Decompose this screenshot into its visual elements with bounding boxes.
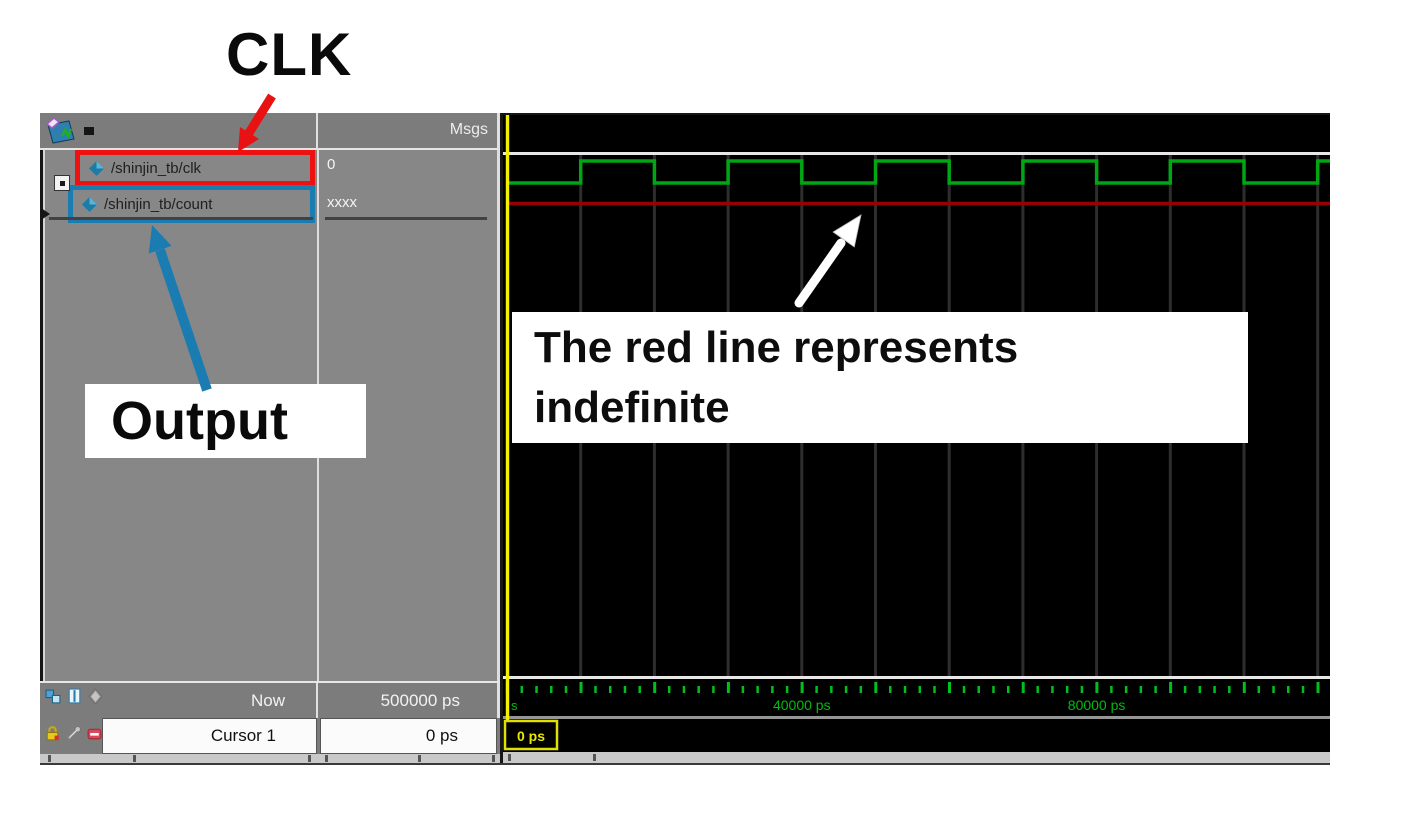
scrollbar-mark — [593, 754, 596, 761]
output-annotation-label: Output — [85, 384, 366, 458]
header-column-divider[interactable] — [316, 113, 318, 150]
scrollbar-mark — [308, 755, 311, 762]
header-right-border — [497, 113, 500, 150]
window-menu-icon[interactable] — [84, 127, 94, 135]
scrollbar-mark — [418, 755, 421, 762]
row-pointer-icon — [41, 208, 50, 220]
ruler-bottom-separator — [503, 716, 1330, 719]
clk-annotation-label: CLK — [226, 21, 353, 88]
timeline-labels: 40000 ps 80000 ps — [773, 697, 1125, 713]
cursor-toolbar-area — [40, 718, 102, 754]
cursor-value-cell[interactable]: 0 ps — [320, 718, 497, 754]
signal-diamond-icon — [89, 160, 104, 176]
scrollbar-mark — [508, 754, 511, 761]
ruler-top-separator — [503, 676, 1330, 679]
cursor-name-cell[interactable]: Cursor 1 — [102, 718, 317, 754]
signal-value-clk: 0 — [327, 156, 336, 173]
wave-top-separator — [503, 152, 1330, 155]
now-value: 500000 ps — [380, 691, 460, 710]
footer-right-border — [497, 683, 500, 720]
cursor-label: Cursor 1 — [210, 726, 276, 745]
scrollbar-mark — [133, 755, 136, 762]
scrollbar-mark — [325, 755, 328, 762]
note-line2: indefinite — [534, 383, 730, 432]
signal-row-clk[interactable]: /shinjin_tb/clk — [75, 150, 315, 186]
msgs-column-header: Msgs — [449, 121, 488, 138]
scrollbar-mark — [48, 755, 51, 762]
signal-name-clk: /shinjin_tb/clk — [111, 159, 202, 177]
wave-window-icon — [45, 117, 75, 144]
timeline-ruler[interactable] — [505, 682, 1320, 693]
delete-cursor-icon[interactable] — [86, 725, 103, 742]
row-underline — [49, 217, 313, 220]
scrollbar-mark — [492, 755, 495, 762]
signal-value-count: xxxx — [327, 194, 357, 211]
cursor-readout-value: 0 ps — [517, 728, 545, 744]
cursor-readout-box[interactable] — [503, 719, 559, 751]
horizontal-scrollbar[interactable] — [40, 754, 500, 763]
wrench-icon[interactable] — [65, 725, 82, 742]
clk-waveform — [507, 159, 1330, 185]
cursor-value: 0 ps — [425, 726, 458, 745]
lock-cursor-icon[interactable] — [44, 725, 61, 742]
red-line-note: The red line represents indefinite — [512, 312, 1248, 443]
timeline-label: 80000 ps — [1068, 697, 1126, 713]
insert-cursor-icon[interactable] — [66, 688, 83, 705]
signal-name-count: /shinjin_tb/count — [104, 195, 213, 213]
wave-window-header: Msgs — [40, 113, 500, 150]
signal-diamond-icon — [82, 196, 97, 212]
cursor-row: Cursor 1 0 ps — [40, 718, 500, 754]
footer-column-divider — [316, 683, 318, 720]
timeline-partial-label: s — [511, 698, 518, 713]
row-underline — [325, 217, 487, 220]
now-row: Now 500000 ps — [40, 681, 500, 720]
wave-toolbar-row1 — [45, 688, 104, 705]
timeline-label: 40000 ps — [773, 697, 831, 713]
wave-horizontal-scrollbar[interactable] — [503, 752, 1330, 763]
wave-toolbar-row2 — [44, 725, 103, 742]
now-label: Now — [250, 691, 285, 710]
shield-icon[interactable] — [87, 688, 104, 705]
expand-count-icon[interactable] — [54, 175, 70, 191]
signal-row-count[interactable]: /shinjin_tb/count — [68, 185, 315, 223]
cursor-line[interactable] — [505, 115, 510, 721]
cursors-icon[interactable] — [45, 688, 62, 705]
note-line1: The red line represents — [534, 323, 1019, 372]
